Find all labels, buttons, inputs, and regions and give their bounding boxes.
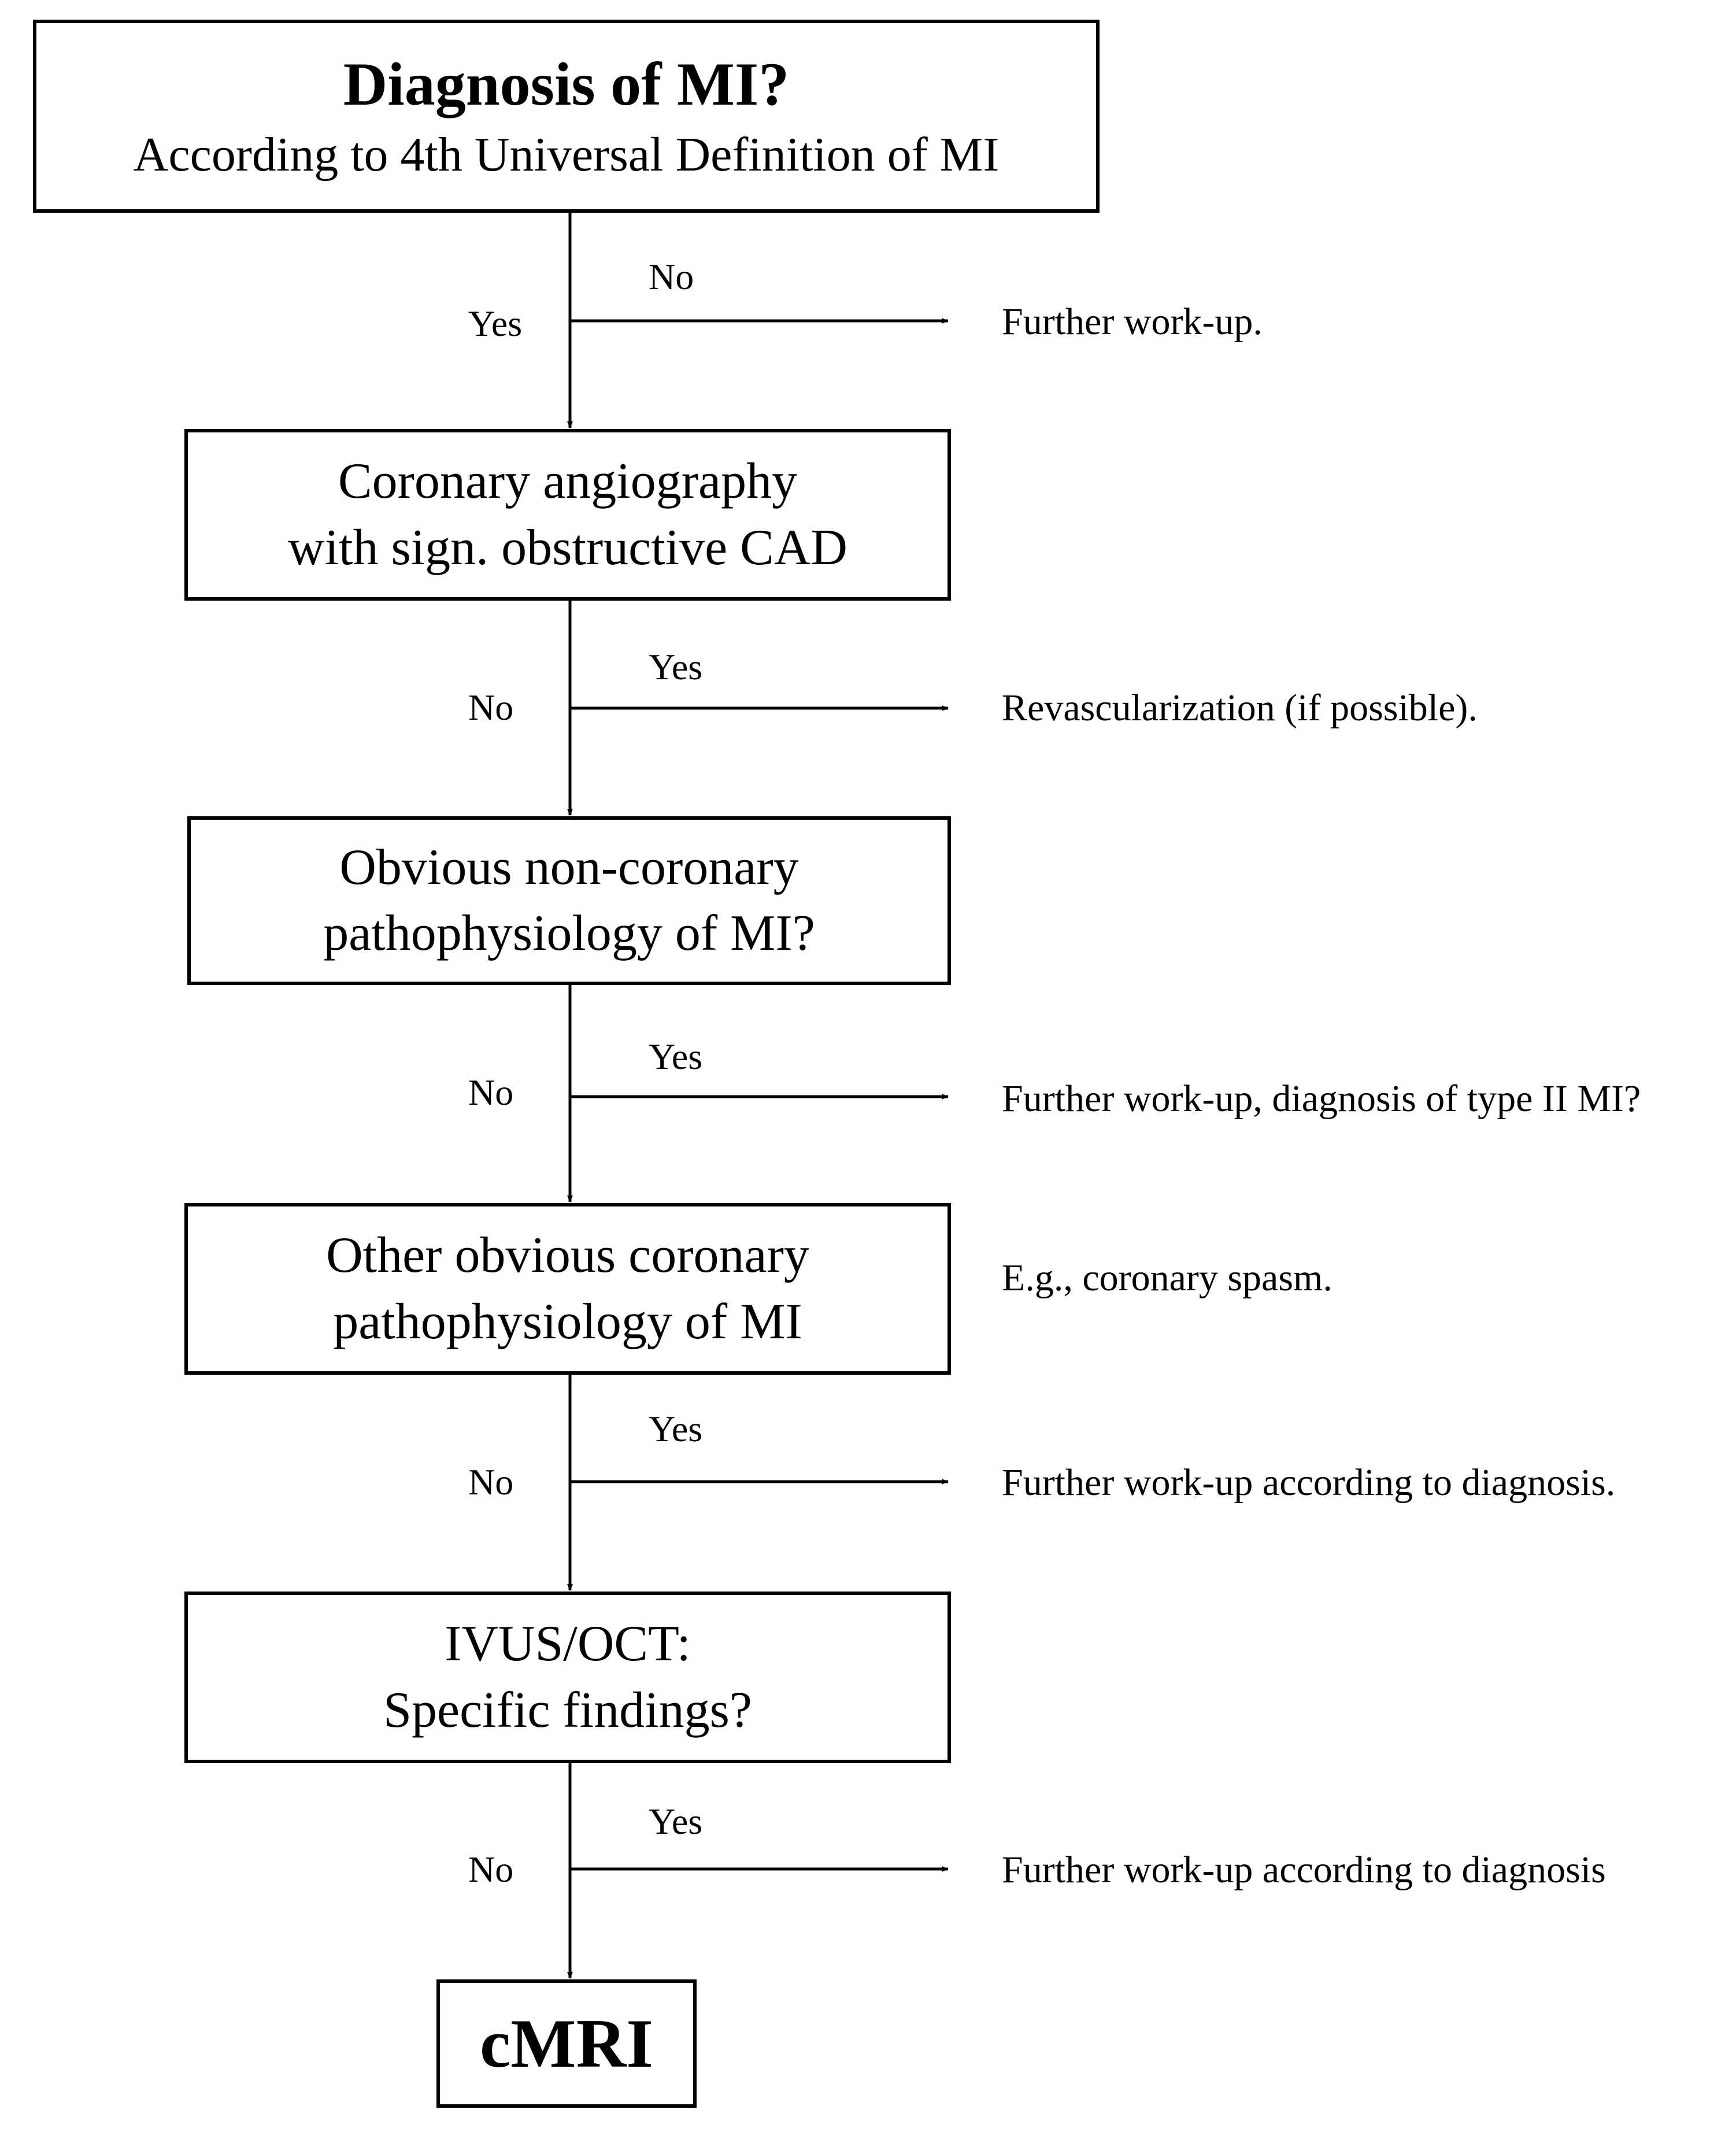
ivus-oct-line-2: Specific findings?: [383, 1682, 752, 1738]
non-coronary-line-2: pathophysiology of MI?: [323, 905, 815, 961]
angiography-line-1: Coronary angiography: [338, 453, 798, 510]
step3-down-label: No: [468, 1072, 514, 1113]
non-coronary-pathophysiology-box: Obvious non-coronary pathophysiology of …: [187, 816, 951, 985]
step5-down-label: No: [468, 1849, 514, 1890]
other-coronary-line-1: Other obvious coronary: [326, 1227, 809, 1284]
step2-down-label: No: [468, 687, 514, 728]
diagnosis-mi-subtitle: According to 4th Universal Definition of…: [133, 127, 1000, 182]
step5-side-label: Yes: [649, 1801, 703, 1842]
cmri-box: cMRI: [436, 1979, 697, 2108]
step1-outcome: Further work-up.: [1002, 301, 1263, 343]
step4-outcome: Further work-up according to diagnosis.: [1002, 1461, 1616, 1504]
step4-down-label: No: [468, 1461, 514, 1502]
ivus-oct-box: IVUS/OCT: Specific findings?: [184, 1592, 951, 1763]
coronary-spasm-note: E.g., coronary spasm.: [1002, 1257, 1332, 1299]
cmri-label: cMRI: [480, 2005, 653, 2082]
step2-outcome: Revascularization (if possible).: [1002, 687, 1478, 729]
step3-outcome: Further work-up, diagnosis of type II MI…: [1002, 1078, 1641, 1120]
angiography-line-2: with sign. obstructive CAD: [288, 519, 847, 576]
step5-outcome: Further work-up according to diagnosis: [1002, 1849, 1606, 1891]
ivus-oct-line-1: IVUS/OCT:: [445, 1616, 691, 1672]
other-coronary-line-2: pathophysiology of MI: [333, 1293, 802, 1350]
step4-side-label: Yes: [649, 1408, 703, 1449]
step1-down-label: Yes: [468, 303, 523, 344]
non-coronary-line-1: Obvious non-coronary: [339, 839, 799, 895]
step1-side-label: No: [649, 256, 694, 297]
step2-side-label: Yes: [649, 646, 703, 687]
coronary-angiography-box: Coronary angiography with sign. obstruct…: [184, 429, 951, 601]
step3-side-label: Yes: [649, 1036, 703, 1077]
diagnosis-mi-title: Diagnosis of MI?: [343, 50, 790, 119]
other-coronary-pathophysiology-box: Other obvious coronary pathophysiology o…: [184, 1203, 951, 1375]
diagnosis-mi-box: Diagnosis of MI? According to 4th Univer…: [33, 20, 1100, 213]
